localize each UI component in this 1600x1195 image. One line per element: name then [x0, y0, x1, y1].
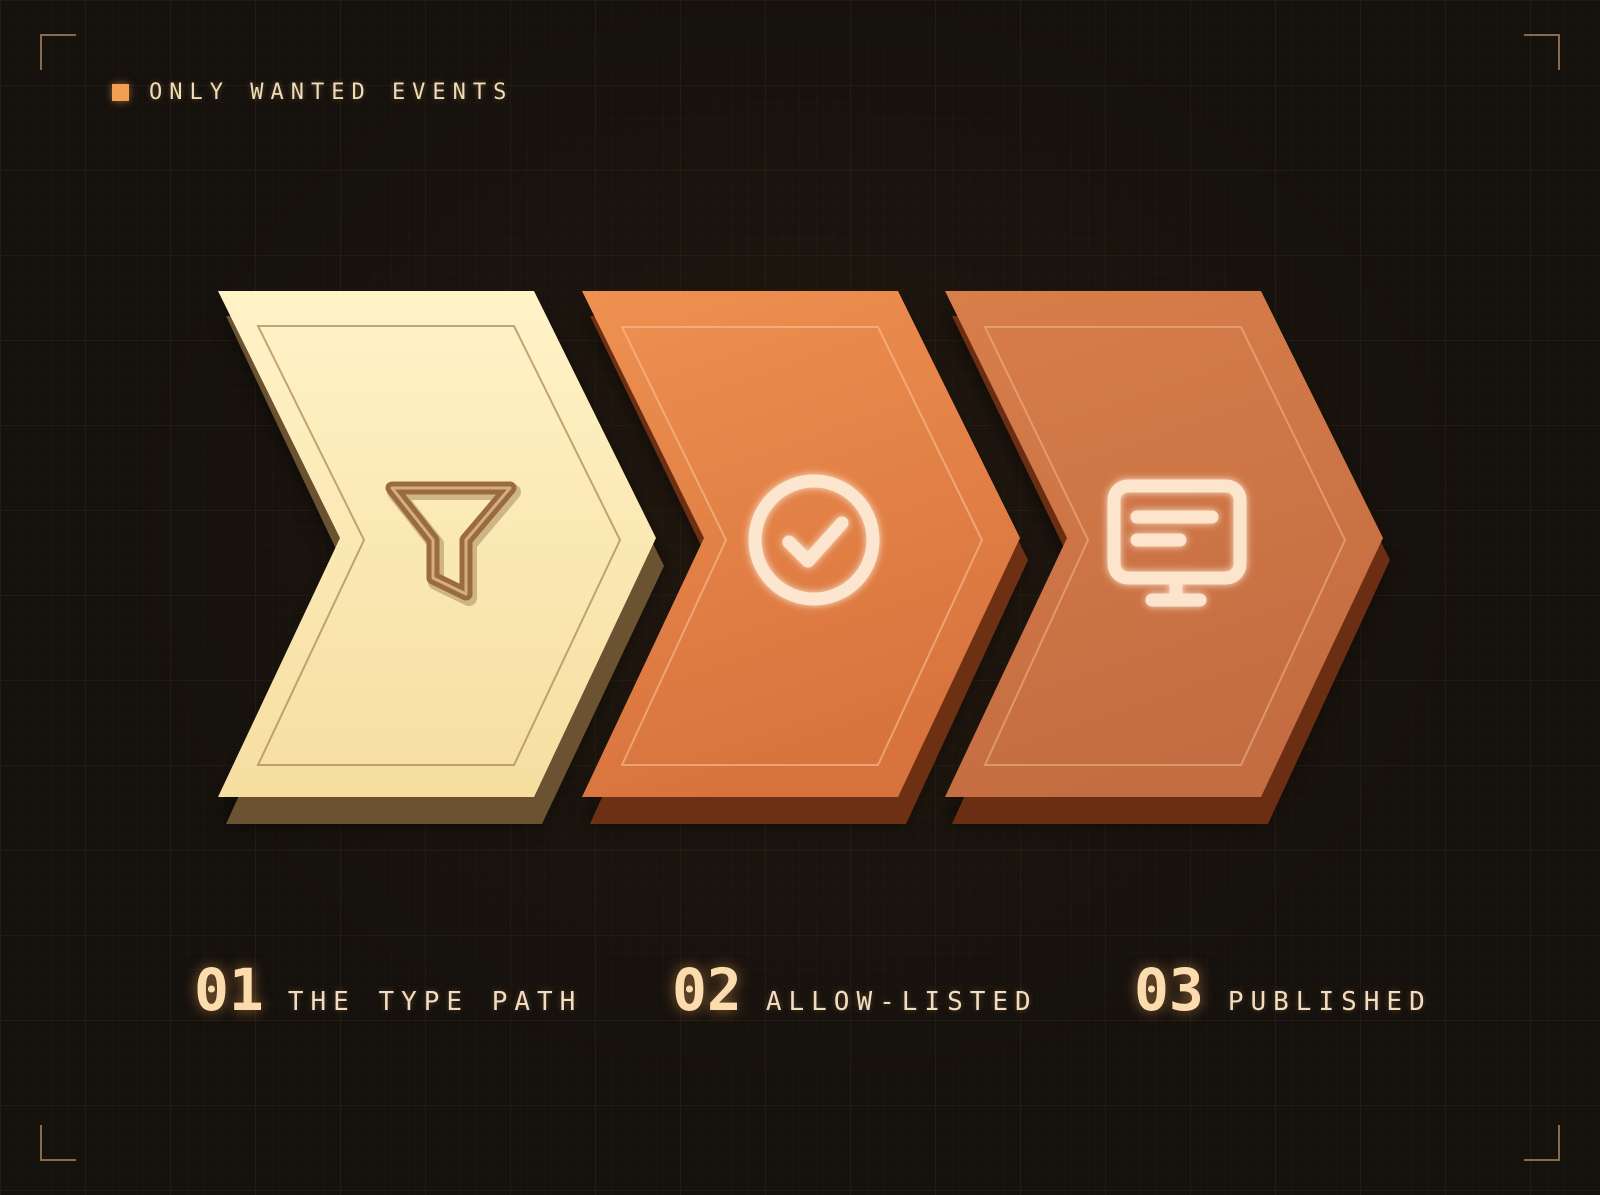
- step-text-2: ALLOW-LISTED: [765, 987, 1038, 1017]
- header: ONLY WANTED EVENTS: [112, 80, 513, 105]
- header-title: ONLY WANTED EVENTS: [149, 80, 514, 105]
- corner-bracket-bottom-right: [1524, 1125, 1560, 1161]
- corner-bracket-top-right: [1524, 34, 1560, 70]
- chevron-step-3: [945, 291, 1390, 824]
- step-label-3: 03 PUBLISHED: [1134, 956, 1432, 1024]
- check-circle-icon: [748, 474, 880, 606]
- step-text-3: PUBLISHED: [1227, 987, 1432, 1017]
- corner-bracket-top-left: [40, 34, 76, 70]
- header-square-icon: [112, 84, 129, 101]
- step-text-1: THE TYPE PATH: [287, 987, 583, 1017]
- step-label-2: 02 ALLOW-LISTED: [672, 956, 1038, 1024]
- corner-bracket-bottom-left: [40, 1125, 76, 1161]
- step-number-3: 03: [1134, 956, 1204, 1024]
- funnel-icon: [385, 481, 521, 606]
- monitor-icon: [1107, 479, 1247, 607]
- step-number-1: 01: [194, 956, 264, 1024]
- chevron-step-1: [218, 291, 666, 824]
- step-label-1: 01 THE TYPE PATH: [194, 956, 582, 1024]
- step-number-2: 02: [672, 956, 742, 1024]
- chevron-step-2: [582, 291, 1028, 824]
